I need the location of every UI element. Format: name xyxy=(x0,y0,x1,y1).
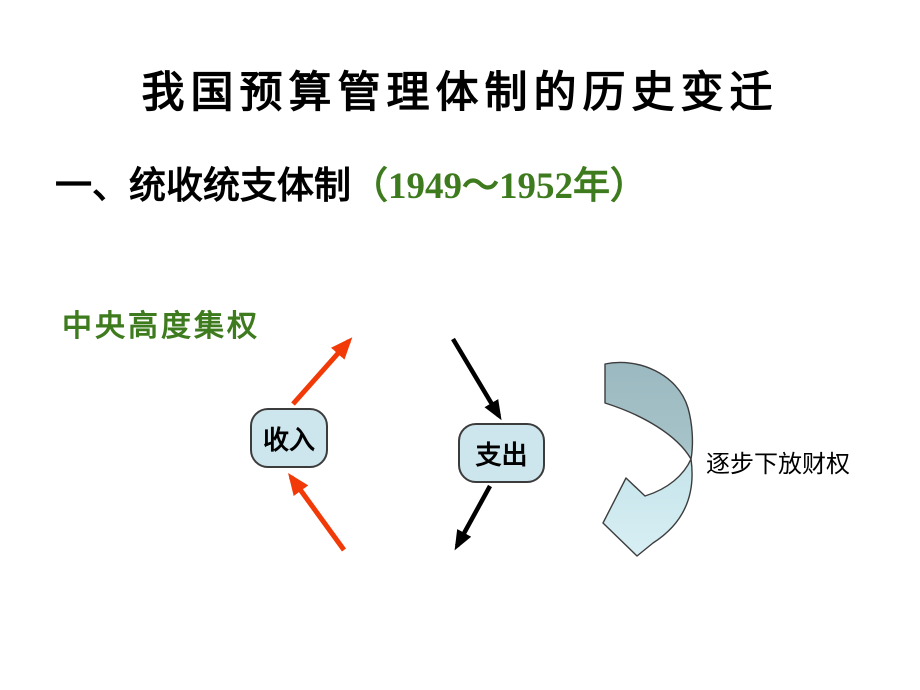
expense-box: 支出 xyxy=(458,423,545,483)
section-heading: 一、统收统支体制（1949～1952年） xyxy=(55,155,647,209)
red-up-left-arrow-icon xyxy=(288,472,347,552)
curved-arrow-shape xyxy=(602,361,694,557)
income-box-label: 收入 xyxy=(262,425,315,455)
curved-down-left-arrow-icon xyxy=(602,361,694,557)
income-box: 收入 xyxy=(250,408,328,468)
slide-title: 我国预算管理体制的历史变迁 xyxy=(141,70,779,117)
delegation-label: 逐步下放财权 xyxy=(706,452,850,478)
section-heading-years: （1949～1952年） xyxy=(351,166,647,207)
black-down-right-arrow-icon xyxy=(451,337,502,421)
red-up-right-arrow-icon xyxy=(291,337,353,406)
black-down-left-arrow-icon xyxy=(454,484,492,551)
expense-box-label: 支出 xyxy=(475,440,528,470)
section-heading-text: 一、统收统支体制 xyxy=(55,166,351,207)
central-power-label: 中央高度集权 xyxy=(62,310,260,343)
